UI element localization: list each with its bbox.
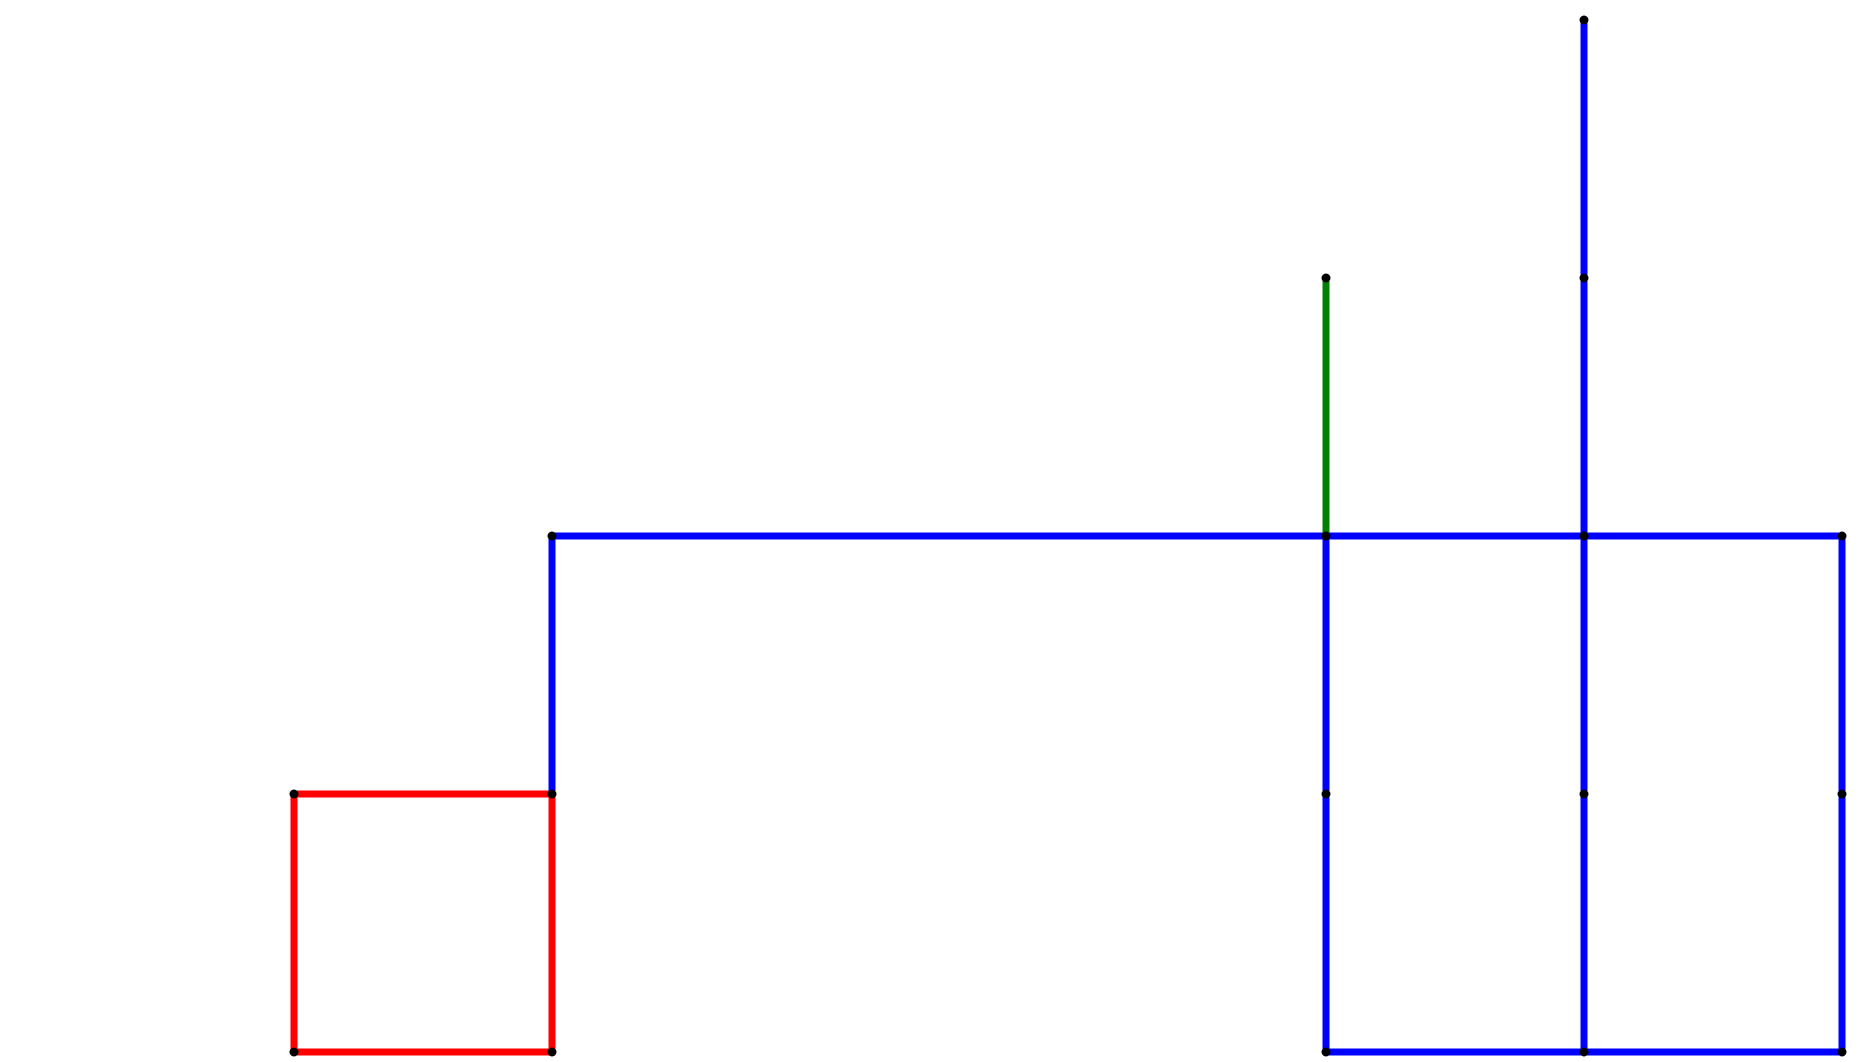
node-o — [1321, 273, 1331, 283]
node-c — [289, 789, 299, 799]
node-q — [1579, 15, 1589, 25]
node-i — [1321, 789, 1331, 799]
node-f — [1321, 531, 1331, 541]
node-j — [1579, 789, 1589, 799]
node-l — [1321, 1047, 1331, 1057]
nodes-layer — [289, 15, 1847, 1057]
node-g — [1579, 531, 1589, 541]
edges-layer — [290, 20, 1846, 1056]
node-m — [1579, 1047, 1589, 1057]
node-n — [1837, 1047, 1847, 1057]
node-b — [547, 1047, 557, 1057]
node-e — [547, 531, 557, 541]
node-h — [1837, 531, 1847, 541]
node-k — [1837, 789, 1847, 799]
node-d — [547, 789, 557, 799]
node-p — [1579, 273, 1589, 283]
node-a — [289, 1047, 299, 1057]
